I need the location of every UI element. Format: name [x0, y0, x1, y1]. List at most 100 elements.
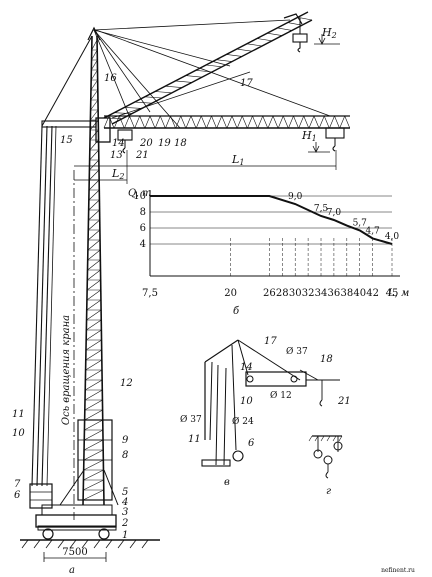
callout-16: 16	[104, 73, 117, 84]
tower-brace	[88, 199, 100, 211]
tower-brace	[86, 329, 102, 341]
callout-6: 6	[14, 490, 21, 501]
tower-brace	[82, 489, 104, 501]
hjib-brace	[206, 115, 212, 129]
hjib-brace	[293, 115, 299, 129]
hjib-brace	[339, 115, 346, 129]
tower-brace	[89, 119, 99, 131]
tower-brace	[83, 479, 104, 491]
hjib-brace	[190, 115, 197, 129]
tower-lattice	[82, 39, 104, 501]
part-label-v: в	[224, 477, 230, 488]
watermark: nefinent.ru	[381, 567, 415, 574]
callout-1: 1	[122, 530, 128, 541]
jib-brace	[185, 75, 203, 78]
rotation-axis: Ось вращения крана	[61, 170, 75, 520]
callout-3: 3	[122, 507, 128, 518]
callout-14: 14	[112, 138, 125, 149]
hjib-brace	[149, 115, 156, 129]
chart-series-line	[150, 195, 393, 245]
detail-v-diameter-2: Ø 12	[270, 390, 292, 401]
hjib-brace	[267, 115, 274, 129]
callout-8: 8	[122, 450, 128, 461]
hjib-brace	[134, 115, 141, 129]
hjib-brace	[200, 115, 207, 129]
jib-brace	[216, 59, 233, 62]
callout-9: 9	[122, 435, 129, 446]
tower-brace	[83, 459, 104, 471]
tower-brace	[84, 419, 103, 431]
jib-brace	[246, 43, 263, 47]
callout-5: 5	[122, 487, 128, 498]
chart-xlabel: L, м	[387, 288, 409, 299]
tower-brace	[84, 429, 104, 441]
chart-x-tick-label: 20	[224, 288, 237, 299]
detail-v: 17 14 18 10 11 6 21 Ø 37 Ø 12 Ø 37 Ø 24 …	[180, 336, 351, 488]
hjib-brace	[216, 115, 223, 129]
jib-brace	[226, 54, 243, 57]
callout-17: 17	[240, 78, 253, 89]
tower-brace	[88, 179, 100, 191]
detail-v-callout-18: 18	[320, 354, 333, 365]
hjib-brace	[282, 115, 289, 129]
detail-v-diameter-3: Ø 37	[180, 414, 202, 425]
chart-annotation: 9,0	[288, 192, 303, 202]
detail-v-callout-10: 10	[240, 396, 253, 407]
tower-brace	[90, 89, 99, 101]
detail-v-diameter-1: Ø 37	[286, 346, 308, 357]
tower-brace	[88, 219, 100, 231]
hjib-brace	[175, 115, 182, 129]
jib-brace	[175, 80, 193, 83]
tower-brace	[83, 449, 104, 461]
tower-brace	[85, 339, 102, 351]
hjib-brace	[303, 115, 310, 129]
callout-12: 12	[120, 378, 133, 389]
dim-l2: L2	[111, 167, 124, 181]
chart-annotation: 5,7	[353, 218, 368, 228]
chart-annotation: 7,5	[314, 204, 329, 214]
tower	[59, 26, 119, 506]
chart-ylabel: Q, т	[128, 188, 152, 199]
chart-gridlines	[150, 195, 393, 276]
tower-brace	[84, 389, 103, 401]
callout-21: 21	[135, 150, 149, 161]
dim-l1: L1	[231, 153, 244, 167]
tower-brace	[91, 49, 98, 61]
hjib-brace	[313, 115, 320, 129]
tower-brace	[87, 229, 101, 241]
base-width-label: 7500	[62, 547, 87, 558]
hjib-brace	[288, 115, 294, 129]
hjib-brace	[272, 115, 279, 129]
chart-x-tick-label: 32	[302, 288, 315, 299]
hjib-brace	[185, 115, 192, 129]
chart-x-tick-label: 34	[315, 288, 328, 299]
hjib-brace	[118, 115, 125, 129]
detail-v-callout-11: 11	[188, 434, 201, 445]
hjib-brace	[129, 115, 135, 129]
jib-brace	[277, 27, 293, 31]
jib-brace	[103, 117, 123, 120]
hjib-brace	[211, 115, 217, 129]
tower-brace	[86, 309, 102, 321]
ground-base: 7500 а	[20, 504, 160, 576]
tower-brace	[90, 99, 99, 111]
tower-brace	[83, 469, 104, 481]
callout-4: 4	[121, 497, 128, 508]
chart-x-tick-label: 7,5	[142, 288, 158, 299]
tower-brace	[87, 269, 101, 281]
tower-brace	[83, 439, 104, 451]
chart-x-tick-label: 26	[263, 288, 276, 299]
jib-brace	[114, 112, 133, 114]
horizontal-jib	[95, 29, 351, 154]
callout-18: 18	[174, 138, 187, 149]
chart-annotation: 7,0	[327, 208, 342, 218]
hjib-brace	[221, 115, 228, 129]
chart-x-tick-label: 28	[276, 288, 289, 299]
chart-y-tick-label: 10	[133, 191, 146, 202]
chart-x-tick-label: 40	[353, 288, 366, 299]
tower-brace	[84, 399, 103, 411]
horizontal-jib-lattice	[103, 115, 351, 129]
